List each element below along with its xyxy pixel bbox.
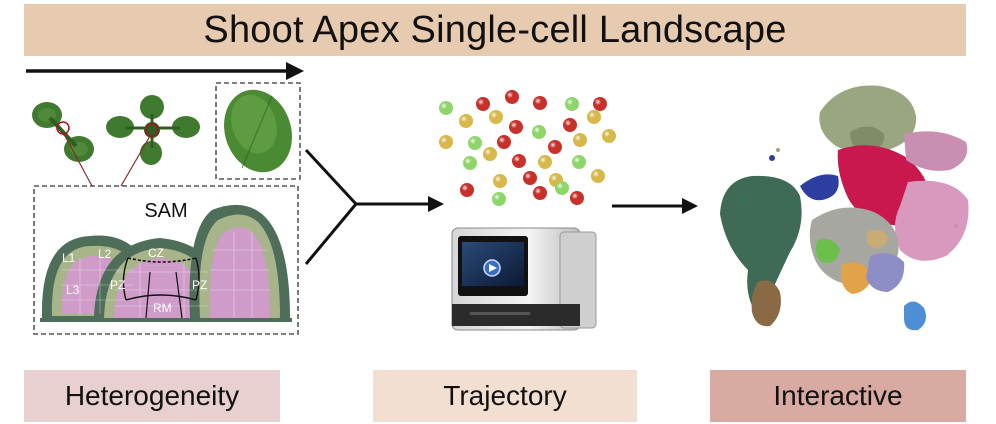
stage-heterogeneity: Heterogeneity [24,370,280,422]
stage-interactive: Interactive [710,370,966,422]
sam-title: SAM [144,200,187,222]
single-cell-suspension [439,90,616,206]
seedling-cotyledon-stage [32,102,94,162]
stage-trajectory: Trajectory [373,370,637,422]
sam-label-rm: RM [153,301,172,315]
stage-trajectory-label: Trajectory [443,380,567,411]
title-banner: Shoot Apex Single-cell Landscape [24,4,966,56]
stage-heterogeneity-label: Heterogeneity [64,380,240,411]
stage-interactive-label: Interactive [773,380,903,411]
to-landscape-arrow [612,198,698,214]
merge-arrow [304,148,444,265]
sam-label-pz-left: PZ [110,278,125,292]
sam-label-l2: L2 [98,247,112,261]
leaf-closeup [224,89,292,173]
sequencing-instrument [451,227,597,331]
seedling-true-leaf-stage [106,95,200,165]
sam-label-l3: L3 [66,283,80,297]
page-title: Shoot Apex Single-cell Landscape [203,8,787,51]
sam-label-l1: L1 [62,251,76,265]
sam-label-cz: CZ [148,246,164,260]
umap-cluster-landscape [720,85,969,331]
sam-label-pz-right: PZ [192,278,207,292]
sam-illustration [40,204,292,322]
timeline-arrow [26,62,304,80]
